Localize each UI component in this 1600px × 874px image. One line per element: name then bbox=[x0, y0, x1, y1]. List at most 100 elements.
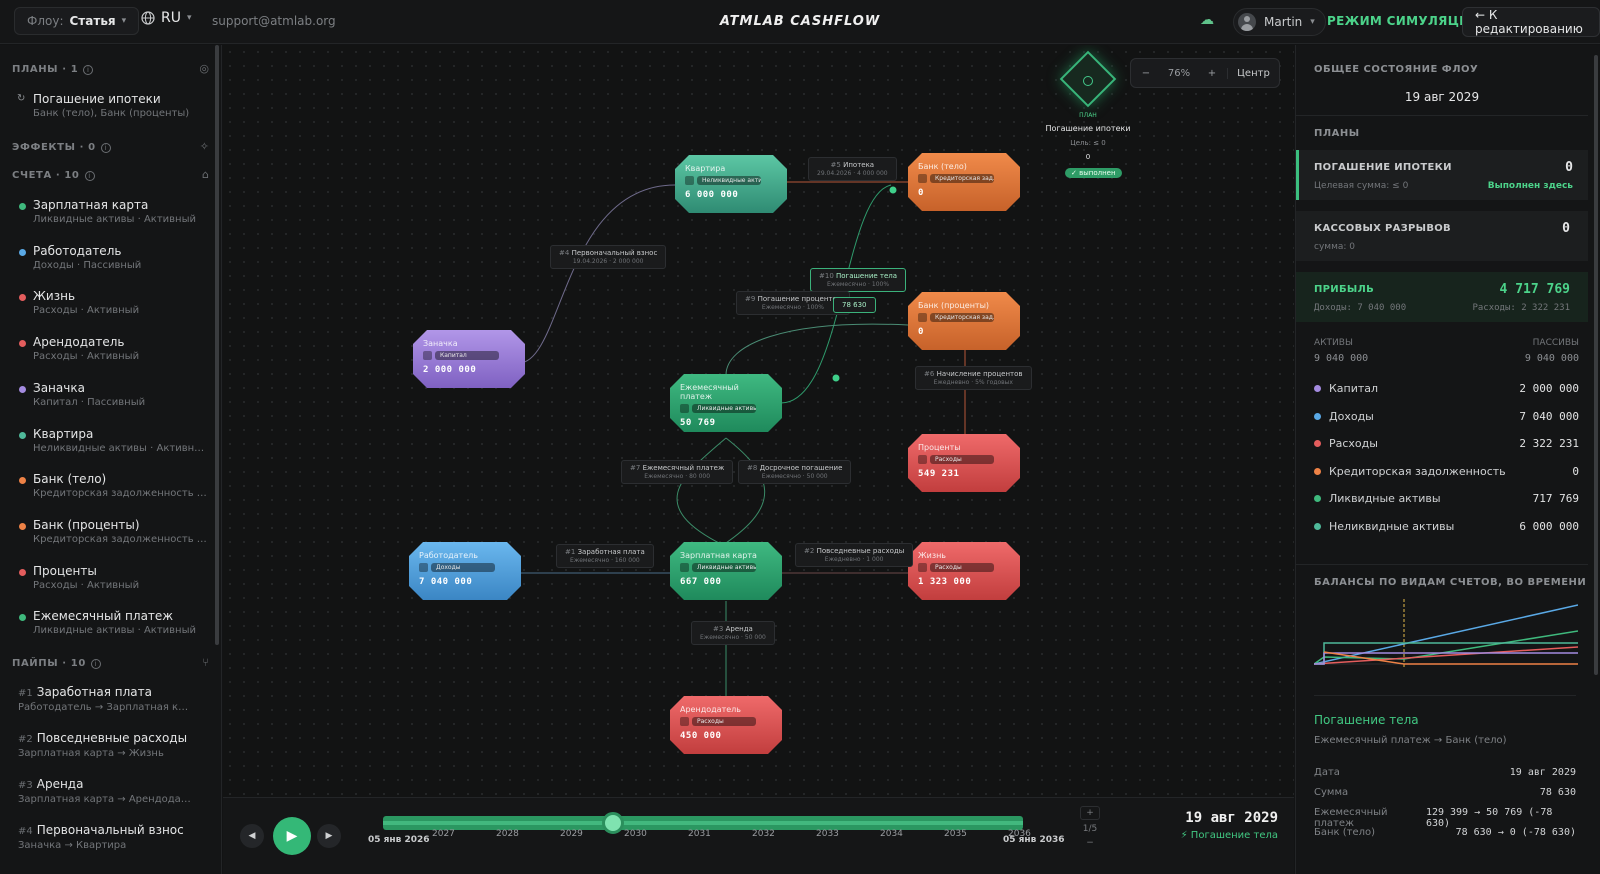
info-icon[interactable]: i bbox=[100, 142, 111, 153]
info-icon[interactable]: i bbox=[84, 170, 95, 181]
flow-canvas[interactable]: − 76% + Центр ПЛАН Погашение ипотеки Цел… bbox=[223, 45, 1294, 797]
edge-number: #1 bbox=[565, 548, 576, 556]
target-icon[interactable]: ◎ bbox=[199, 62, 209, 75]
account-title: Жизнь bbox=[33, 289, 76, 304]
sidebar-scrollbar[interactable] bbox=[215, 45, 219, 645]
cash-gaps-value: 0 bbox=[1562, 221, 1570, 236]
timeline-track[interactable] bbox=[383, 816, 1023, 830]
edge-label[interactable]: 78 630 bbox=[833, 297, 876, 313]
edge-label-title: #3 Аренда bbox=[700, 625, 766, 633]
bank-icon[interactable]: ⌂ bbox=[202, 168, 209, 181]
node-title: Арендодатель bbox=[680, 705, 741, 714]
chevron-down-icon: ▾ bbox=[186, 13, 192, 23]
plan-item[interactable]: ↻ Погашение ипотеки Банк (тело), Банк (п… bbox=[0, 92, 214, 121]
timeline-start-label: 05 янв 2026 bbox=[368, 835, 430, 845]
flow-selector[interactable]: Флоу: Статья ▾ bbox=[14, 7, 140, 35]
account-type-icon bbox=[918, 455, 927, 464]
legend-value: 2 000 000 bbox=[1519, 382, 1579, 395]
info-icon[interactable]: i bbox=[83, 64, 94, 75]
edge-title: Повседневные расходы bbox=[816, 547, 905, 555]
magic-icon[interactable]: ✧ bbox=[199, 140, 209, 153]
center-button[interactable]: Центр bbox=[1227, 67, 1279, 79]
play-button[interactable]: ▶ bbox=[273, 817, 311, 855]
detail-path: Ежемесячный платеж → Банк (тело) bbox=[1314, 735, 1507, 746]
detail-value: 19 авг 2029 bbox=[1509, 767, 1576, 778]
language-selector[interactable]: RU ▾ bbox=[141, 10, 192, 26]
account-item[interactable]: Банк (проценты)Кредиторская задолженност… bbox=[0, 518, 214, 547]
timeline-event-link[interactable]: ⚡ Погашение тела bbox=[1180, 830, 1278, 841]
edge-title: Начисление процентов bbox=[936, 370, 1023, 378]
profit-value: 4 717 769 bbox=[1499, 282, 1570, 297]
node-balance: 549 231 bbox=[918, 469, 960, 479]
edge-down-payment bbox=[518, 184, 676, 364]
plan-status-badge: ✓ выполнен bbox=[1065, 168, 1122, 178]
edge-subtitle: Ежемесячно · 50 000 bbox=[700, 634, 766, 641]
legend-label: Расходы bbox=[1314, 437, 1378, 450]
legend-label: Капитал bbox=[1314, 382, 1378, 395]
timeline-thumb[interactable] bbox=[602, 812, 625, 834]
support-email-link[interactable]: support@atmlab.org bbox=[212, 14, 336, 28]
legend-label: Доходы bbox=[1314, 410, 1374, 423]
zoom-in-button[interactable]: + bbox=[1207, 67, 1217, 79]
zoom-out-button[interactable]: − bbox=[1141, 67, 1151, 79]
edge-title: Ежемесячный платеж bbox=[642, 464, 725, 472]
account-item[interactable]: Банк (тело)Кредиторская задолженность · … bbox=[0, 472, 214, 501]
step-forward-button[interactable]: ▶ bbox=[317, 824, 341, 848]
account-node-bank-body[interactable]: Банк (тело)Кредиторская зад...0 bbox=[908, 153, 1020, 211]
divider bbox=[1296, 564, 1588, 565]
branch-icon[interactable]: ⑂ bbox=[202, 656, 209, 669]
step-minus-button[interactable]: − bbox=[1086, 838, 1094, 848]
info-icon[interactable]: i bbox=[90, 658, 101, 669]
edge-subtitle: Ежемесячно · 160 000 bbox=[570, 557, 640, 564]
step-back-button[interactable]: ◀ bbox=[240, 824, 264, 848]
account-color-dot bbox=[19, 431, 26, 439]
flow-state-header: ОБЩЕЕ СОСТОЯНИЕ ФЛОУ bbox=[1314, 64, 1479, 75]
edge-subtitle: 19.04.2026 · 2 000 000 bbox=[572, 258, 644, 265]
user-menu[interactable]: Martin ▾ bbox=[1233, 8, 1326, 36]
cloud-sync-icon[interactable]: ☁ bbox=[1200, 12, 1214, 28]
account-node-bank-pct[interactable]: Банк (проценты)Кредиторская зад...0 bbox=[908, 292, 1020, 350]
back-to-edit-button[interactable]: ← К редактированию bbox=[1462, 7, 1600, 37]
zoom-controls: − 76% + Центр bbox=[1130, 58, 1280, 88]
node-type-pill: Кредиторская зад... bbox=[930, 174, 994, 183]
step-plus-button[interactable]: + bbox=[1080, 806, 1100, 820]
simulation-mode-label: РЕЖИМ СИМУЛЯЦИИ bbox=[1327, 14, 1480, 28]
edge-flow-dot bbox=[889, 186, 897, 194]
right-panel-scrollbar[interactable] bbox=[1594, 55, 1598, 675]
